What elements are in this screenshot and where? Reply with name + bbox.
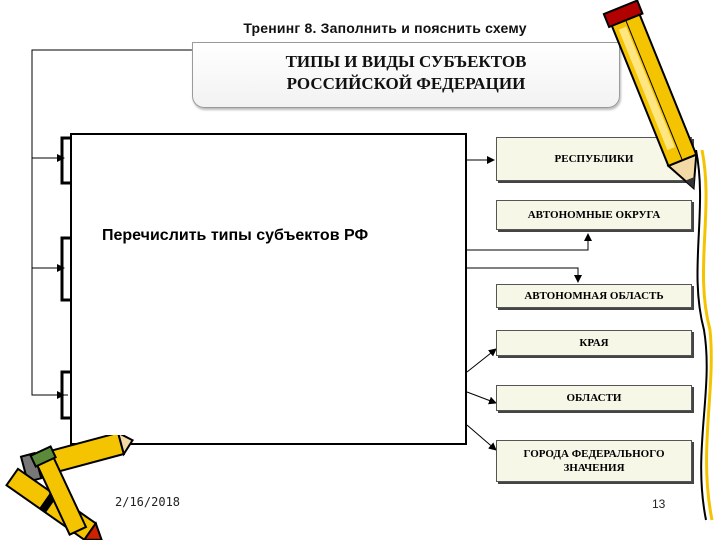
box-oblasti: ОБЛАСТИ [496,385,692,411]
footer-date: 2/16/2018 [115,495,181,509]
arrow-avt-okruga [467,233,592,251]
arrow-kraya [466,348,497,373]
box-respubliki: РЕСПУБЛИКИ [496,137,692,181]
title-box: ТИПЫ И ВИДЫ СУБЪЕКТОВ РОССИЙСКОЙ ФЕДЕРАЦ… [192,42,620,108]
bracket-3 [60,370,72,420]
pencil-icon [602,0,698,191]
slide-heading: Тренинг 8. Заполнить и пояснить схему [243,20,527,36]
pencil-edge-icon [695,150,714,521]
arrow-oblasti [466,391,497,405]
cover-text: Перечислить типы субъектов РФ [102,227,369,244]
arrow-goroda [466,424,497,451]
pencils-cluster-icon [5,435,134,540]
arrow-avt-oblast [467,267,582,283]
page-number: 13 [652,497,666,511]
bracket-2 [60,236,72,302]
title-text: ТИПЫ И ВИДЫ СУБЪЕКТОВ РОССИЙСКОЙ ФЕДЕРАЦ… [285,52,527,93]
box-kraya: КРАЯ [496,330,692,356]
bracket-1 [60,136,72,185]
box-avt-oblast: АВТОНОМНАЯ ОБЛАСТЬ [496,284,692,308]
box-avt-okruga: АВТОНОМНЫЕ ОКРУГА [496,200,692,230]
box-goroda: ГОРОДА ФЕДЕРАЛЬНОГО ЗНАЧЕНИЯ [496,440,692,482]
cover-box: Перечислить типы субъектов РФ [70,133,467,445]
